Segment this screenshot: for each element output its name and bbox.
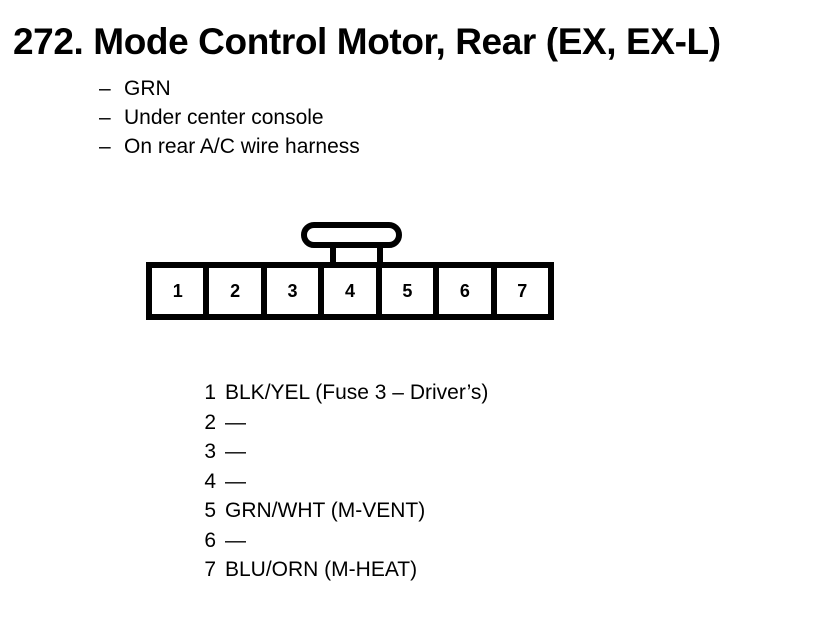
page-title: 272. Mode Control Motor, Rear (EX, EX-L) — [13, 21, 721, 62]
legend-row: 4 — — [196, 467, 488, 497]
legend-pin-number: 3 — [204, 440, 216, 463]
note-dash-icon: – — [99, 135, 111, 158]
legend-pin-value: GRN/WHT (M-VENT) — [225, 499, 426, 522]
legend-row: 2 — — [196, 408, 488, 438]
legend-row: 3 — — [196, 437, 488, 467]
legend-row: 1 BLK/YEL (Fuse 3 – Driver’s) — [196, 378, 488, 408]
legend-pin-value: BLK/YEL (Fuse 3 – Driver’s) — [225, 381, 489, 404]
connector-latch-tab-icon — [301, 222, 402, 248]
note-dash-icon: – — [99, 106, 111, 129]
legend-row: 6 — — [196, 526, 488, 556]
note-label: Under center console — [124, 106, 324, 129]
legend-pin-value: BLU/ORN (M-HEAT) — [225, 558, 418, 581]
legend-pin-value: — — [225, 528, 246, 552]
legend-pin-number: 6 — [204, 528, 216, 552]
legend-pin-number: 1 — [204, 381, 216, 404]
connector-latch-neck-left — [330, 242, 336, 266]
connector-pin-1: 1 — [152, 268, 204, 314]
connector-body: 1 2 3 4 5 6 7 — [146, 262, 554, 320]
connector-pin-4: 4 — [324, 268, 376, 314]
note-item: – GRN — [99, 74, 360, 103]
legend-pin-value: — — [225, 440, 246, 463]
note-label: On rear A/C wire harness — [124, 135, 360, 158]
legend-row: 7 BLU/ORN (M-HEAT) — [196, 555, 488, 585]
legend-pin-number: 2 — [204, 410, 216, 434]
notes-list: – GRN – Under center console – On rear A… — [99, 74, 360, 161]
connector-pin-3: 3 — [266, 268, 319, 314]
connector-pin-6: 6 — [439, 268, 491, 314]
legend-row: 5 GRN/WHT (M-VENT) — [196, 496, 488, 526]
legend-pin-number: 5 — [204, 499, 216, 522]
note-dash-icon: – — [99, 77, 111, 100]
connector-pin-2: 2 — [209, 268, 261, 314]
connector-diagram: 1 2 3 4 5 6 7 — [146, 222, 554, 320]
connector-pin-7: 7 — [496, 268, 548, 314]
note-label: GRN — [124, 77, 171, 100]
legend-pin-number: 7 — [204, 558, 216, 581]
legend-pin-number: 4 — [204, 469, 216, 493]
note-item: – On rear A/C wire harness — [99, 132, 360, 161]
connector-pin-5: 5 — [381, 268, 434, 314]
pin-legend: 1 BLK/YEL (Fuse 3 – Driver’s) 2 — 3 — 4 … — [196, 378, 488, 585]
legend-pin-value: — — [225, 410, 246, 434]
legend-pin-value: — — [225, 469, 246, 493]
note-item: – Under center console — [99, 103, 360, 132]
connector-latch-neck-right — [377, 242, 383, 266]
